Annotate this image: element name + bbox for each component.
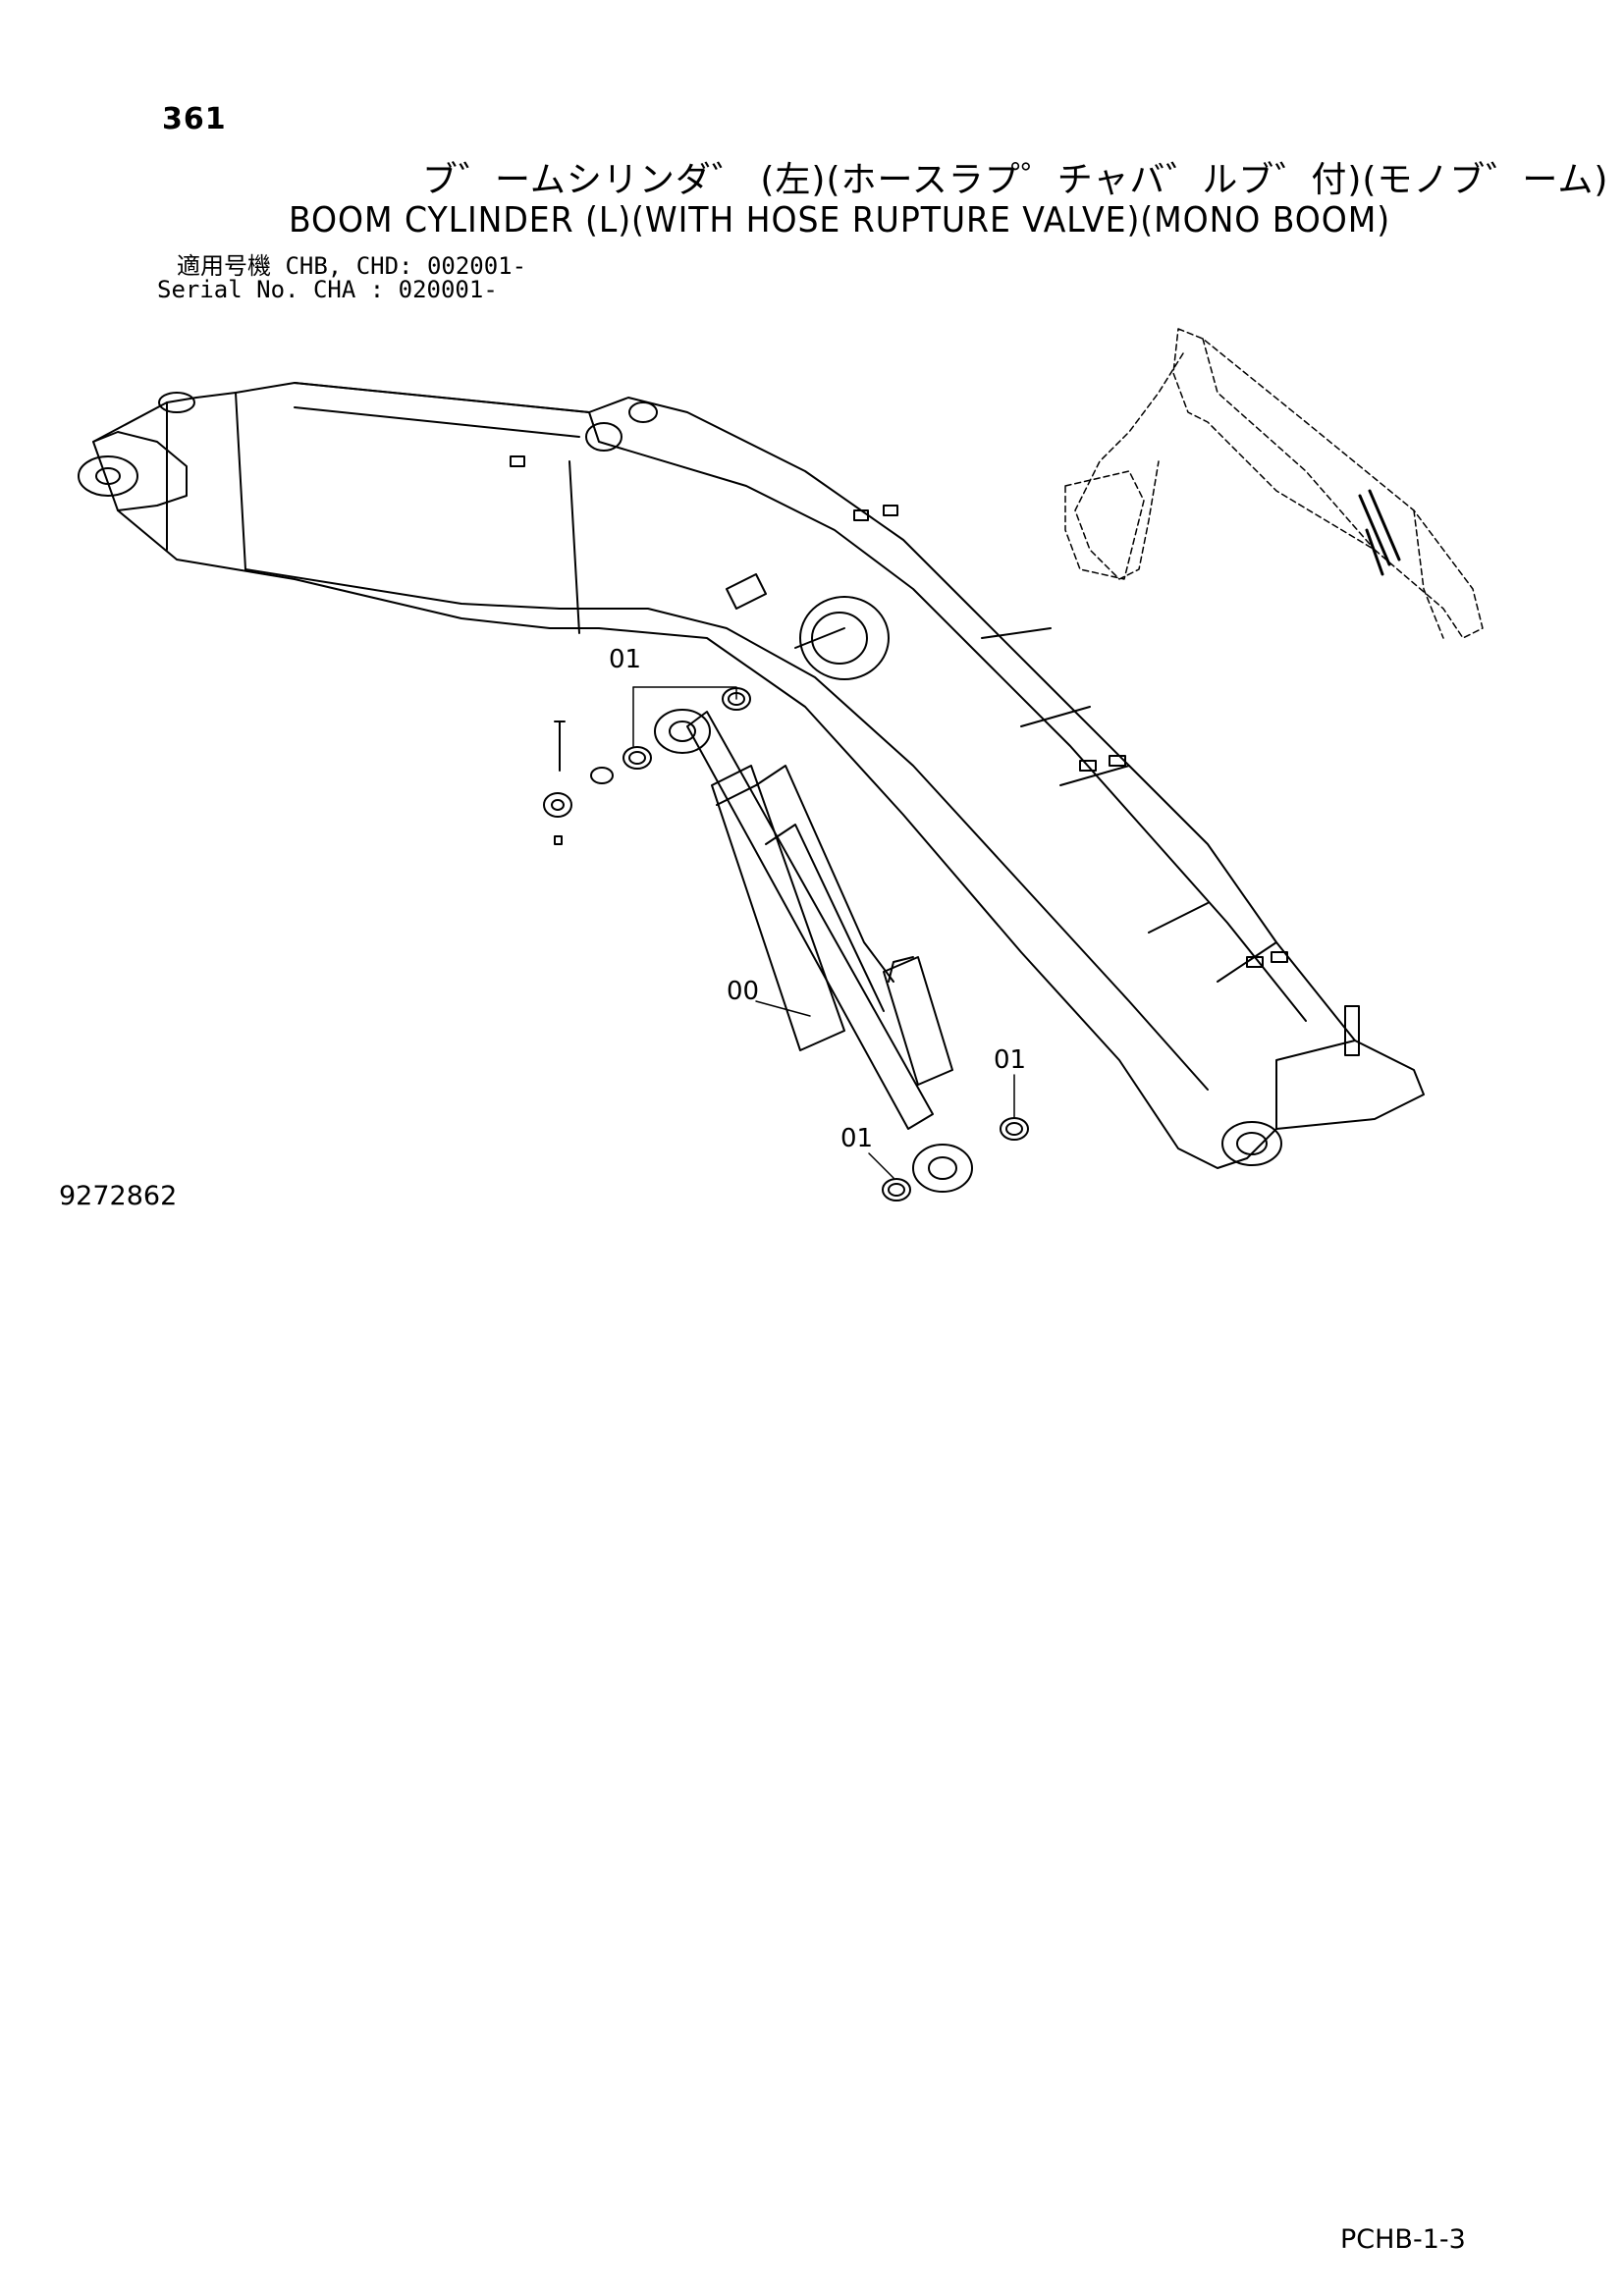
callout-01-top: 01 [609,645,641,674]
serial-number-line: Serial No. CHA : 020001- [157,276,498,303]
page-reference: PCHB-1-3 [1340,2224,1466,2255]
title-japanese: ブ゛ームシリンダ゛ (左)(ホースラプ゜チャバ゛ルブ゛付)(モノブ゛ーム) [422,160,1609,200]
callout-00: 00 [727,977,759,1006]
boom-arm [78,382,1425,1169]
boom-cylinder-illustration: 01 00 01 01 [78,328,1484,1201]
leader-lines [632,686,1015,1179]
inset-excavator-sketch [1064,328,1484,639]
inset-cylinder-highlight [1358,489,1401,576]
callout-01-right: 01 [994,1045,1026,1075]
drawing-number: 9272862 [59,1181,178,1211]
title-english: BOOM CYLINDER (L)(WITH HOSE RUPTURE VALV… [289,200,1391,240]
callout-01-bottom: 01 [840,1124,873,1153]
pin-bolt-washer [543,721,572,845]
serial-applicability-line: 適用号機 CHB, CHD: 002001- [177,252,527,280]
page-number: 361 [162,102,227,136]
boom-cylinder [654,709,973,1193]
bushings [590,687,1029,1201]
